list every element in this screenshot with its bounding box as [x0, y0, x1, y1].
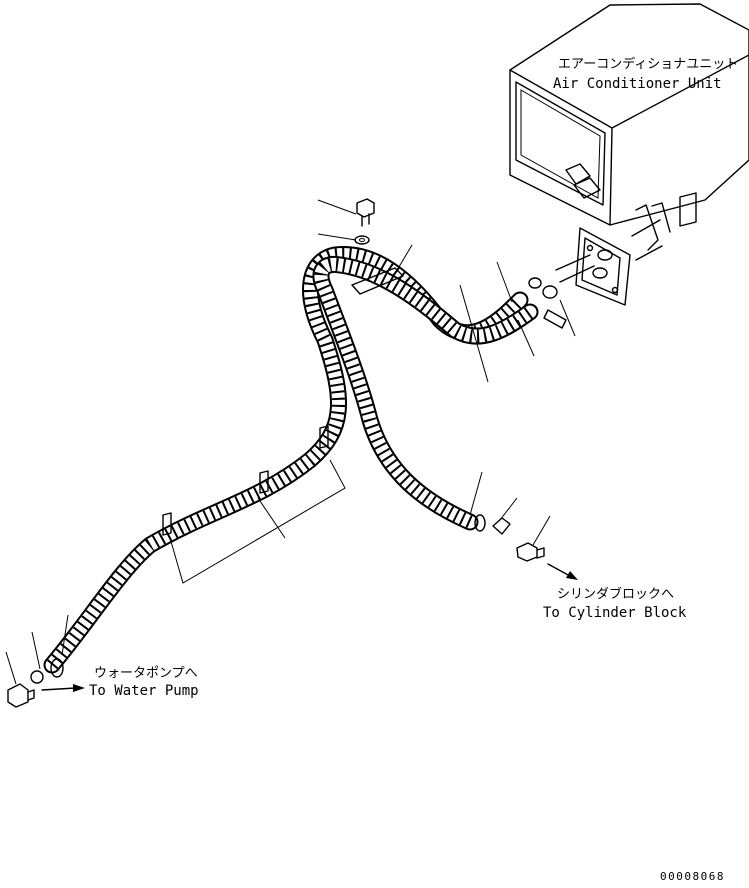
leader-lines — [5, 199, 576, 685]
label-water-pump-en: To Water Pump — [89, 683, 199, 699]
label-cylinder-block-en: To Cylinder Block — [543, 605, 687, 621]
hose-clips — [162, 267, 404, 536]
bolt — [356, 198, 375, 227]
label-cylinder-block-jp: シリンダブロックへ — [557, 586, 674, 602]
arrow-to-cylinder-block — [547, 563, 578, 580]
hose-clamp-pair — [528, 254, 595, 329]
heater-hose-return — [312, 255, 539, 531]
label-air-conditioner-en: Air Conditioner Unit — [553, 76, 722, 92]
label-water-pump-jp: ウォータポンプへ — [94, 666, 198, 681]
arrow-to-water-pump — [41, 684, 85, 692]
washer — [354, 235, 370, 245]
flange-plate — [575, 219, 663, 306]
air-conditioner-unit — [509, 3, 749, 251]
hose-end-water-pump — [7, 658, 64, 708]
connector-cylinder-block — [516, 542, 545, 562]
figure-number: 00008068 — [660, 870, 725, 883]
hose-end-cylinder — [474, 514, 511, 535]
label-air-conditioner-jp: エアーコンディショナユニット — [558, 56, 738, 72]
